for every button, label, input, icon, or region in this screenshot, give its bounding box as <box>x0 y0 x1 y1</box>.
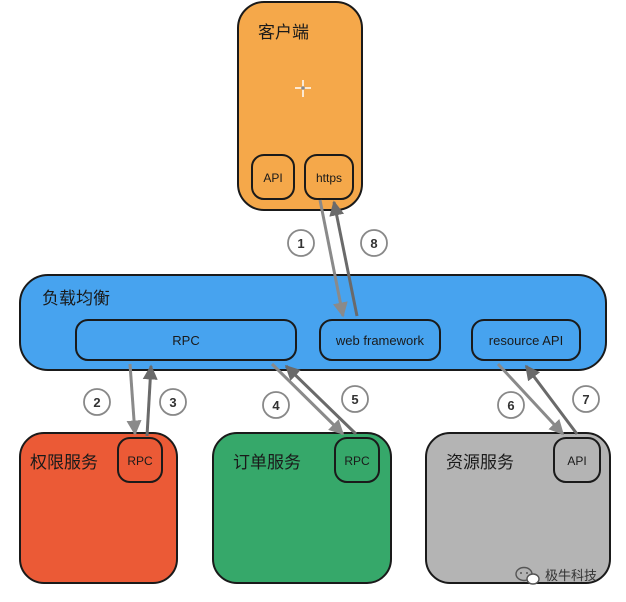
arrow-step-5 <box>284 364 358 436</box>
resource-service-title: 资源服务 <box>446 453 514 473</box>
auth-rpc-box <box>117 437 163 483</box>
order-rpc-label: RPC <box>344 454 370 468</box>
svg-text:1: 1 <box>297 236 304 251</box>
step-marker-8: 8 <box>360 229 388 257</box>
svg-text:2: 2 <box>93 395 100 410</box>
client-https-box <box>304 154 354 200</box>
auth-rpc-label: RPC <box>127 454 153 468</box>
crosshair-icon <box>295 80 311 97</box>
order-service-title: 订单服务 <box>233 453 301 473</box>
load-balancer-title: 负载均衡 <box>42 289 110 309</box>
resource-api-label: API <box>567 454 586 468</box>
step-marker-2: 2 <box>83 388 111 416</box>
client-https-label: https <box>316 171 342 185</box>
step-marker-6: 6 <box>497 391 525 419</box>
flow-arrows <box>126 199 579 437</box>
watermark-text: 极牛科技 <box>545 569 597 584</box>
lb-rpc-label: RPC <box>172 333 199 348</box>
svg-text:4: 4 <box>272 398 280 413</box>
arrow-step-7 <box>524 364 579 435</box>
auth-service-box: 权限服务 RPC <box>19 432 178 584</box>
order-service-box: 订单服务 RPC <box>212 432 392 584</box>
load-balancer-box: 负载均衡 RPC web framework resource API <box>19 274 607 371</box>
arrow-step-3 <box>142 364 158 437</box>
svg-text:5: 5 <box>351 392 358 407</box>
step-markers: 1 8 2 3 4 5 6 7 <box>83 229 600 419</box>
step-marker-5: 5 <box>341 385 369 413</box>
client-api-label: API <box>263 171 282 185</box>
arrow-step-8 <box>329 200 359 317</box>
svg-text:7: 7 <box>582 392 589 407</box>
wechat-icon <box>515 566 540 585</box>
step-marker-4: 4 <box>262 391 290 419</box>
arrow-step-6 <box>496 362 565 436</box>
client-api-box <box>251 154 295 200</box>
step-marker-1: 1 <box>287 229 315 257</box>
client-title: 客户端 <box>258 23 309 43</box>
lb-resource-api-label: resource API <box>489 333 563 348</box>
step-marker-7: 7 <box>572 385 600 413</box>
lb-rpc-box <box>75 319 297 361</box>
arrow-step-2 <box>126 363 142 436</box>
svg-text:6: 6 <box>507 398 514 413</box>
arrow-step-1 <box>318 199 348 318</box>
auth-service-title: 权限服务 <box>30 453 98 473</box>
svg-text:8: 8 <box>370 236 377 251</box>
lb-resource-api-box <box>471 319 581 361</box>
lb-web-framework-box <box>319 319 441 361</box>
lb-web-framework-label: web framework <box>335 333 425 348</box>
svg-text:3: 3 <box>169 395 176 410</box>
resource-service-box: 资源服务 API <box>425 432 611 584</box>
resource-api-box <box>553 437 601 483</box>
watermark: 极牛科技 <box>515 566 597 585</box>
arrow-step-4 <box>270 362 345 436</box>
client-box: 客户端 API https <box>237 1 363 211</box>
order-rpc-box <box>334 437 380 483</box>
step-marker-3: 3 <box>159 388 187 416</box>
